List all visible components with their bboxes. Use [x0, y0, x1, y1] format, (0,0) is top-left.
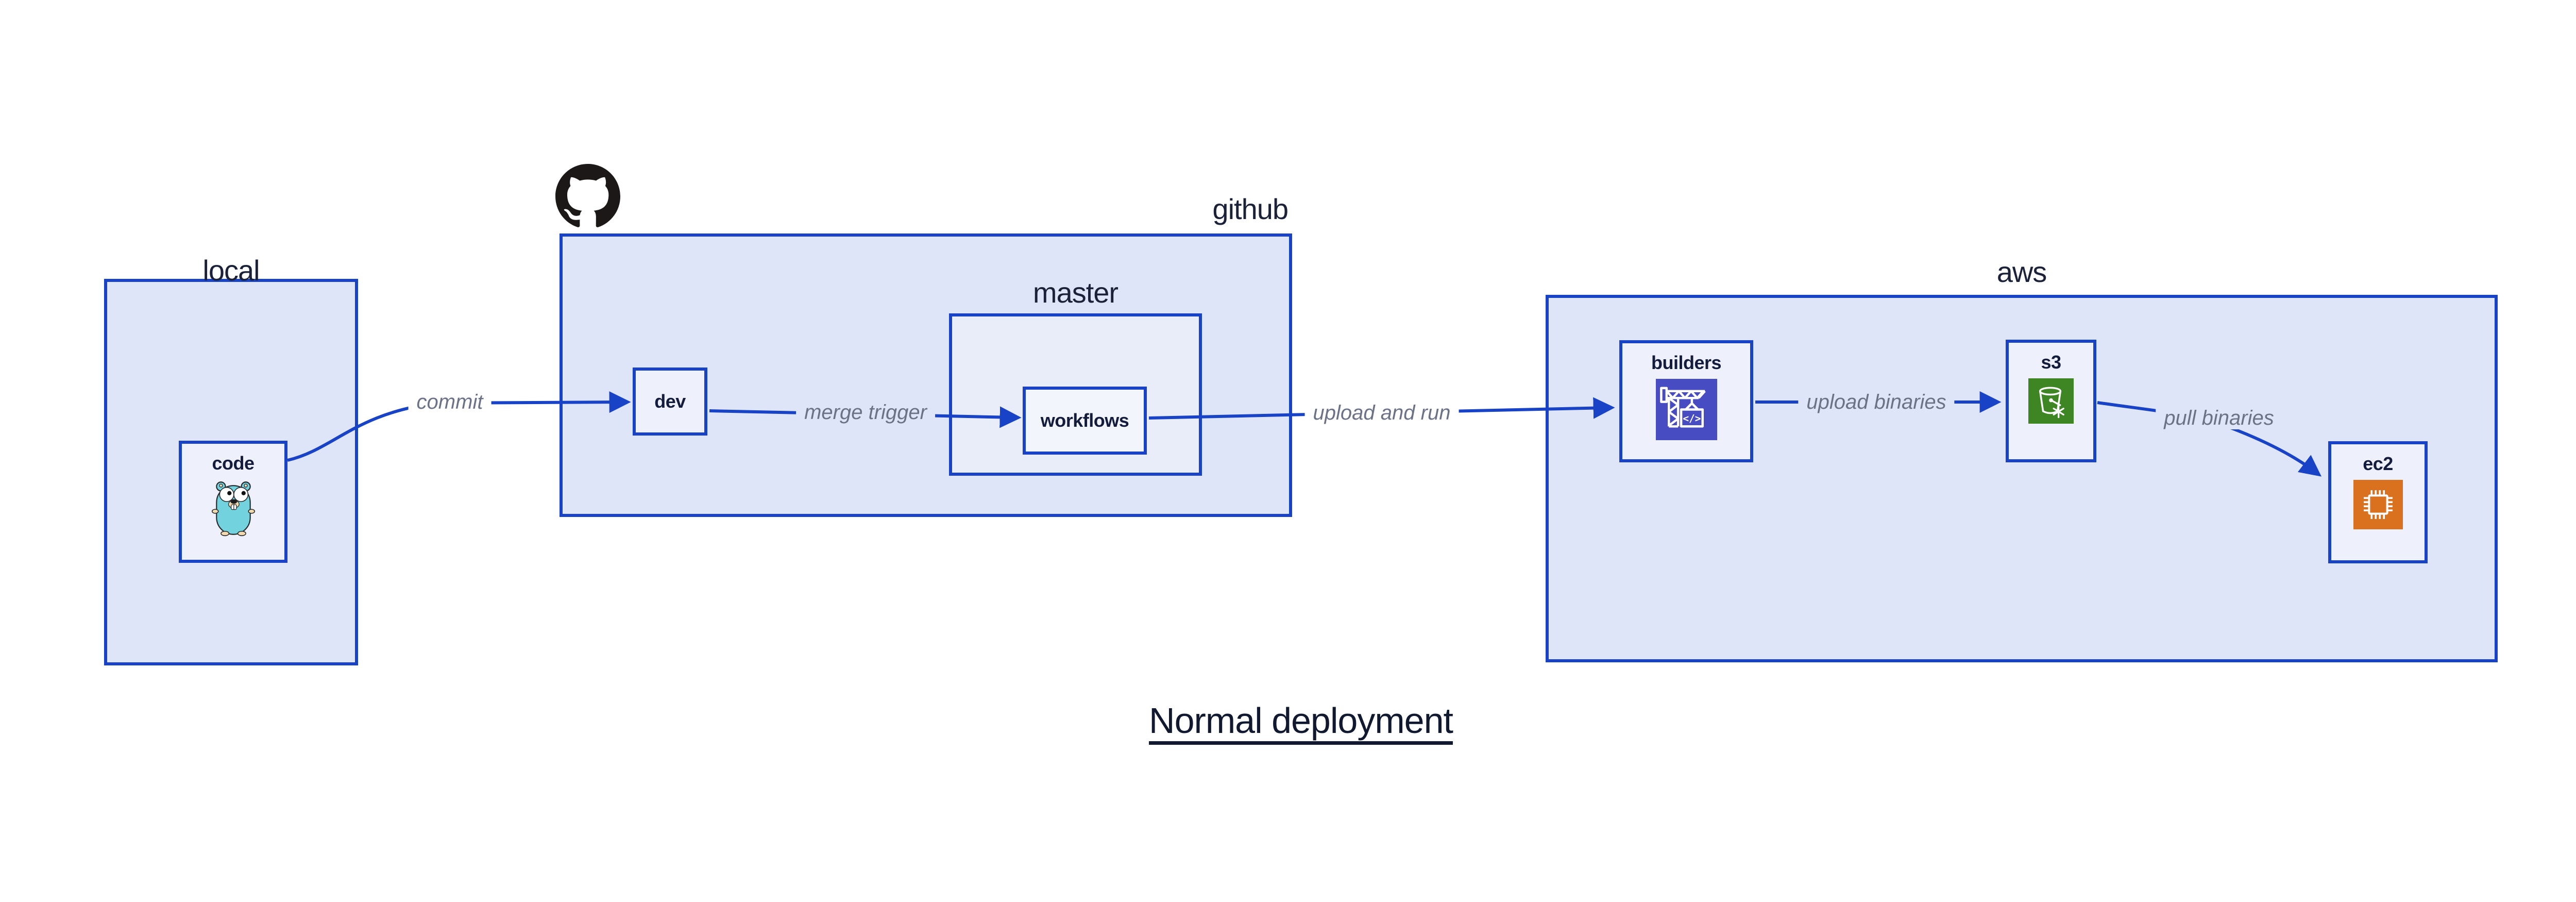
diagram-title-text: Normal deployment [1149, 700, 1453, 741]
ec2-chip-icon [2353, 480, 2403, 532]
diagram-title: Normal deployment [876, 700, 1726, 741]
edge-label-merge-trigger: merge trigger [796, 401, 935, 424]
edge-pull-binaries [2097, 401, 2322, 477]
node-s3-label: s3 [2041, 352, 2061, 373]
node-s3: s3 [2006, 340, 2096, 462]
edge-label-upload-binaries: upload binaries [1798, 391, 1955, 413]
github-octocat-icon [555, 164, 620, 229]
s3-glacier-bucket-icon [2028, 378, 2074, 426]
edge-label-pull-binaries: pull binaries [2156, 407, 2282, 429]
node-workflows-label: workflows [1040, 410, 1129, 431]
codebuild-crane-icon: </> [1655, 379, 1717, 443]
group-master-label: master [1032, 276, 1118, 309]
group-local-label: local [202, 254, 260, 287]
codebuild-code-glyph: </> [1683, 412, 1701, 424]
go-gopher-icon [211, 479, 256, 540]
node-dev: dev [633, 368, 707, 436]
group-github-label: github [1212, 193, 1289, 225]
node-ec2-label: ec2 [2363, 453, 2393, 474]
node-dev-label: dev [654, 391, 686, 412]
node-code: code [179, 441, 287, 563]
edge-label-commit: commit [408, 391, 492, 413]
node-workflows: workflows [1023, 387, 1147, 455]
group-aws-label: aws [1996, 256, 2047, 288]
node-builders: builders </> [1619, 340, 1753, 462]
node-builders-label: builders [1651, 352, 1722, 373]
node-ec2: ec2 [2328, 441, 2428, 563]
edge-label-upload-and-run: upload and run [1304, 402, 1459, 424]
node-code-label: code [212, 453, 255, 474]
